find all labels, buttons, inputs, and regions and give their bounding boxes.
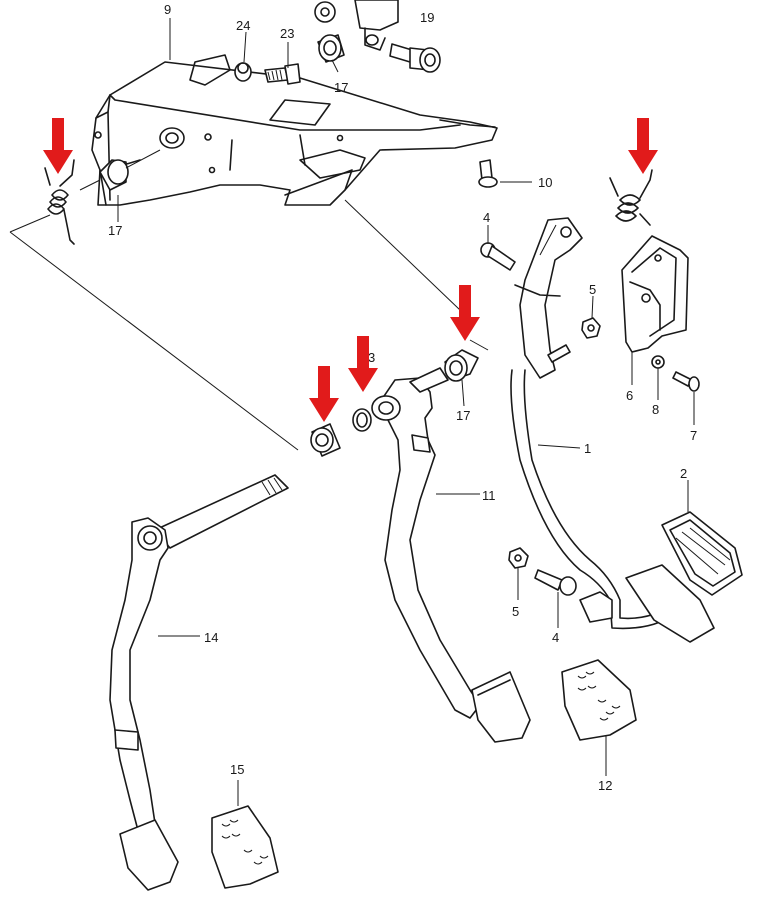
nut-5-upper	[581, 317, 601, 339]
red-arrow-icon	[450, 285, 480, 341]
washer-8	[651, 355, 665, 369]
red-arrow-icon	[348, 336, 378, 392]
return-spring-left	[44, 159, 75, 245]
label-17-left: 17	[108, 223, 122, 238]
label-3: 3	[368, 350, 375, 365]
label-19: 19	[420, 10, 434, 25]
brake-pedal-arm-part-11	[371, 367, 481, 719]
red-arrow-icon	[628, 118, 658, 174]
assembly-lines	[9, 199, 557, 451]
spring-washer-3	[352, 408, 372, 432]
bushing-17-left	[79, 127, 185, 191]
bolt-23	[264, 63, 301, 85]
accelerator-lever-part-1	[510, 217, 661, 630]
bolt-4-lower	[534, 569, 577, 596]
screw-7	[672, 371, 700, 392]
label-6: 6	[626, 388, 633, 403]
bolt-10	[478, 159, 498, 188]
red-arrow-icon	[43, 118, 73, 174]
pad-cover-part-12	[561, 659, 637, 741]
label-12: 12	[598, 778, 612, 793]
label-17-right: 17	[456, 408, 470, 423]
bushing-17-right	[444, 349, 479, 382]
label-9: 9	[164, 2, 171, 17]
return-spring-right	[609, 169, 653, 226]
switch-housing	[354, 0, 399, 51]
top-washer	[314, 1, 336, 23]
label-5-lower: 5	[512, 604, 519, 619]
label-leaders	[117, 18, 695, 806]
label-10: 10	[538, 175, 552, 190]
bolt-19	[389, 43, 441, 73]
highlight-arrows	[43, 118, 658, 422]
label-23: 23	[280, 26, 294, 41]
bushing-24	[234, 62, 252, 82]
label-2: 2	[680, 466, 687, 481]
label-24: 24	[236, 18, 250, 33]
label-15: 15	[230, 762, 244, 777]
part-labels: 9 24 23 19 17 10 17 4 5 1 6 8 7 17 11 3 …	[108, 2, 697, 793]
accelerator-pedal-plate	[625, 564, 715, 643]
label-8: 8	[652, 402, 659, 417]
label-1: 1	[584, 441, 591, 456]
clutch-pedal-pad	[119, 819, 179, 891]
clutch-pedal-arm-part-14	[109, 474, 289, 839]
nut-5-lower	[508, 547, 529, 569]
bushing-shaft-left	[310, 423, 341, 457]
label-4-upper: 4	[483, 210, 490, 225]
label-4-lower: 4	[552, 630, 559, 645]
accelerator-pad-part-2	[661, 511, 743, 596]
brake-pedal-pad	[471, 671, 531, 743]
label-7: 7	[690, 428, 697, 443]
bracket-part-9	[91, 54, 498, 206]
red-arrow-icon	[309, 366, 339, 422]
label-11: 11	[482, 488, 496, 503]
mounting-bracket-part-6	[621, 235, 689, 353]
bushing-17-top	[317, 34, 345, 63]
label-14: 14	[204, 630, 218, 645]
label-5-upper: 5	[589, 282, 596, 297]
bolt-4-upper	[480, 242, 516, 271]
pad-cover-part-15	[211, 805, 279, 889]
label-17-top: 17	[334, 80, 348, 95]
